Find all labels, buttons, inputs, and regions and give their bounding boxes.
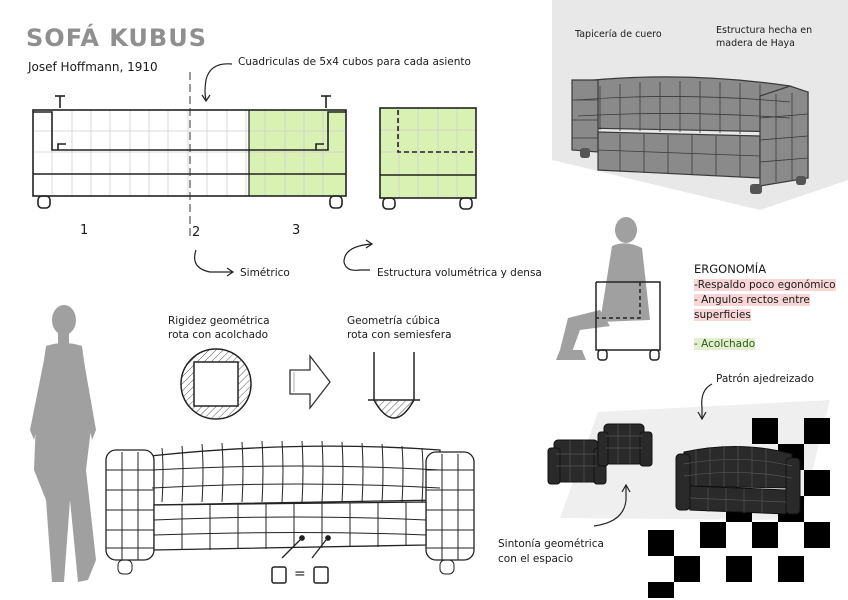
syntony-label-line1: Sintonía geométrica <box>498 538 604 550</box>
syntony-label-line2: con el espacio <box>498 553 574 565</box>
cubic-label-line2: rota con semiesfera <box>347 329 452 341</box>
cubic-label-line1: Geometría cúbica <box>347 315 441 327</box>
ergonomics-panel: ERGONOMÍA -Respaldo poco egonómico - Ang… <box>694 262 836 352</box>
equals-sign: = <box>294 566 306 582</box>
leather-label: Tapicería de cuero <box>575 29 662 40</box>
page-title: SOFÁ KUBUS <box>26 24 207 52</box>
ergonomics-item-3: superficies <box>694 309 751 321</box>
symmetric-label: Simétrico <box>240 267 290 279</box>
rigidity-label-line1: Rigidez geométrica <box>168 315 270 327</box>
checker-label: Patrón ajedreizado <box>716 373 814 385</box>
volumetric-label: Estructura volumétrica y densa <box>377 267 542 279</box>
grid-note: Cuadriculas de 5x4 cubos para cada asien… <box>238 56 471 68</box>
ergonomics-item-4: - Acolchado <box>694 338 756 350</box>
ergonomics-item-2: - Angulos rectos entre <box>694 294 810 306</box>
section-number-1: 1 <box>80 223 89 238</box>
structure-label-line2: madera de Haya <box>716 38 796 49</box>
rigidity-label-line2: rota con acolchado <box>168 329 269 341</box>
section-number-3: 3 <box>292 223 301 238</box>
structure-label-line1: Estructura hecha en <box>716 25 813 36</box>
author-label: Josef Hoffmann, 1910 <box>28 60 158 74</box>
ergonomics-item-1: -Respaldo poco egonómico <box>694 279 836 291</box>
section-number-2: 2 <box>192 225 201 240</box>
ergonomics-heading: ERGONOMÍA <box>694 262 767 276</box>
